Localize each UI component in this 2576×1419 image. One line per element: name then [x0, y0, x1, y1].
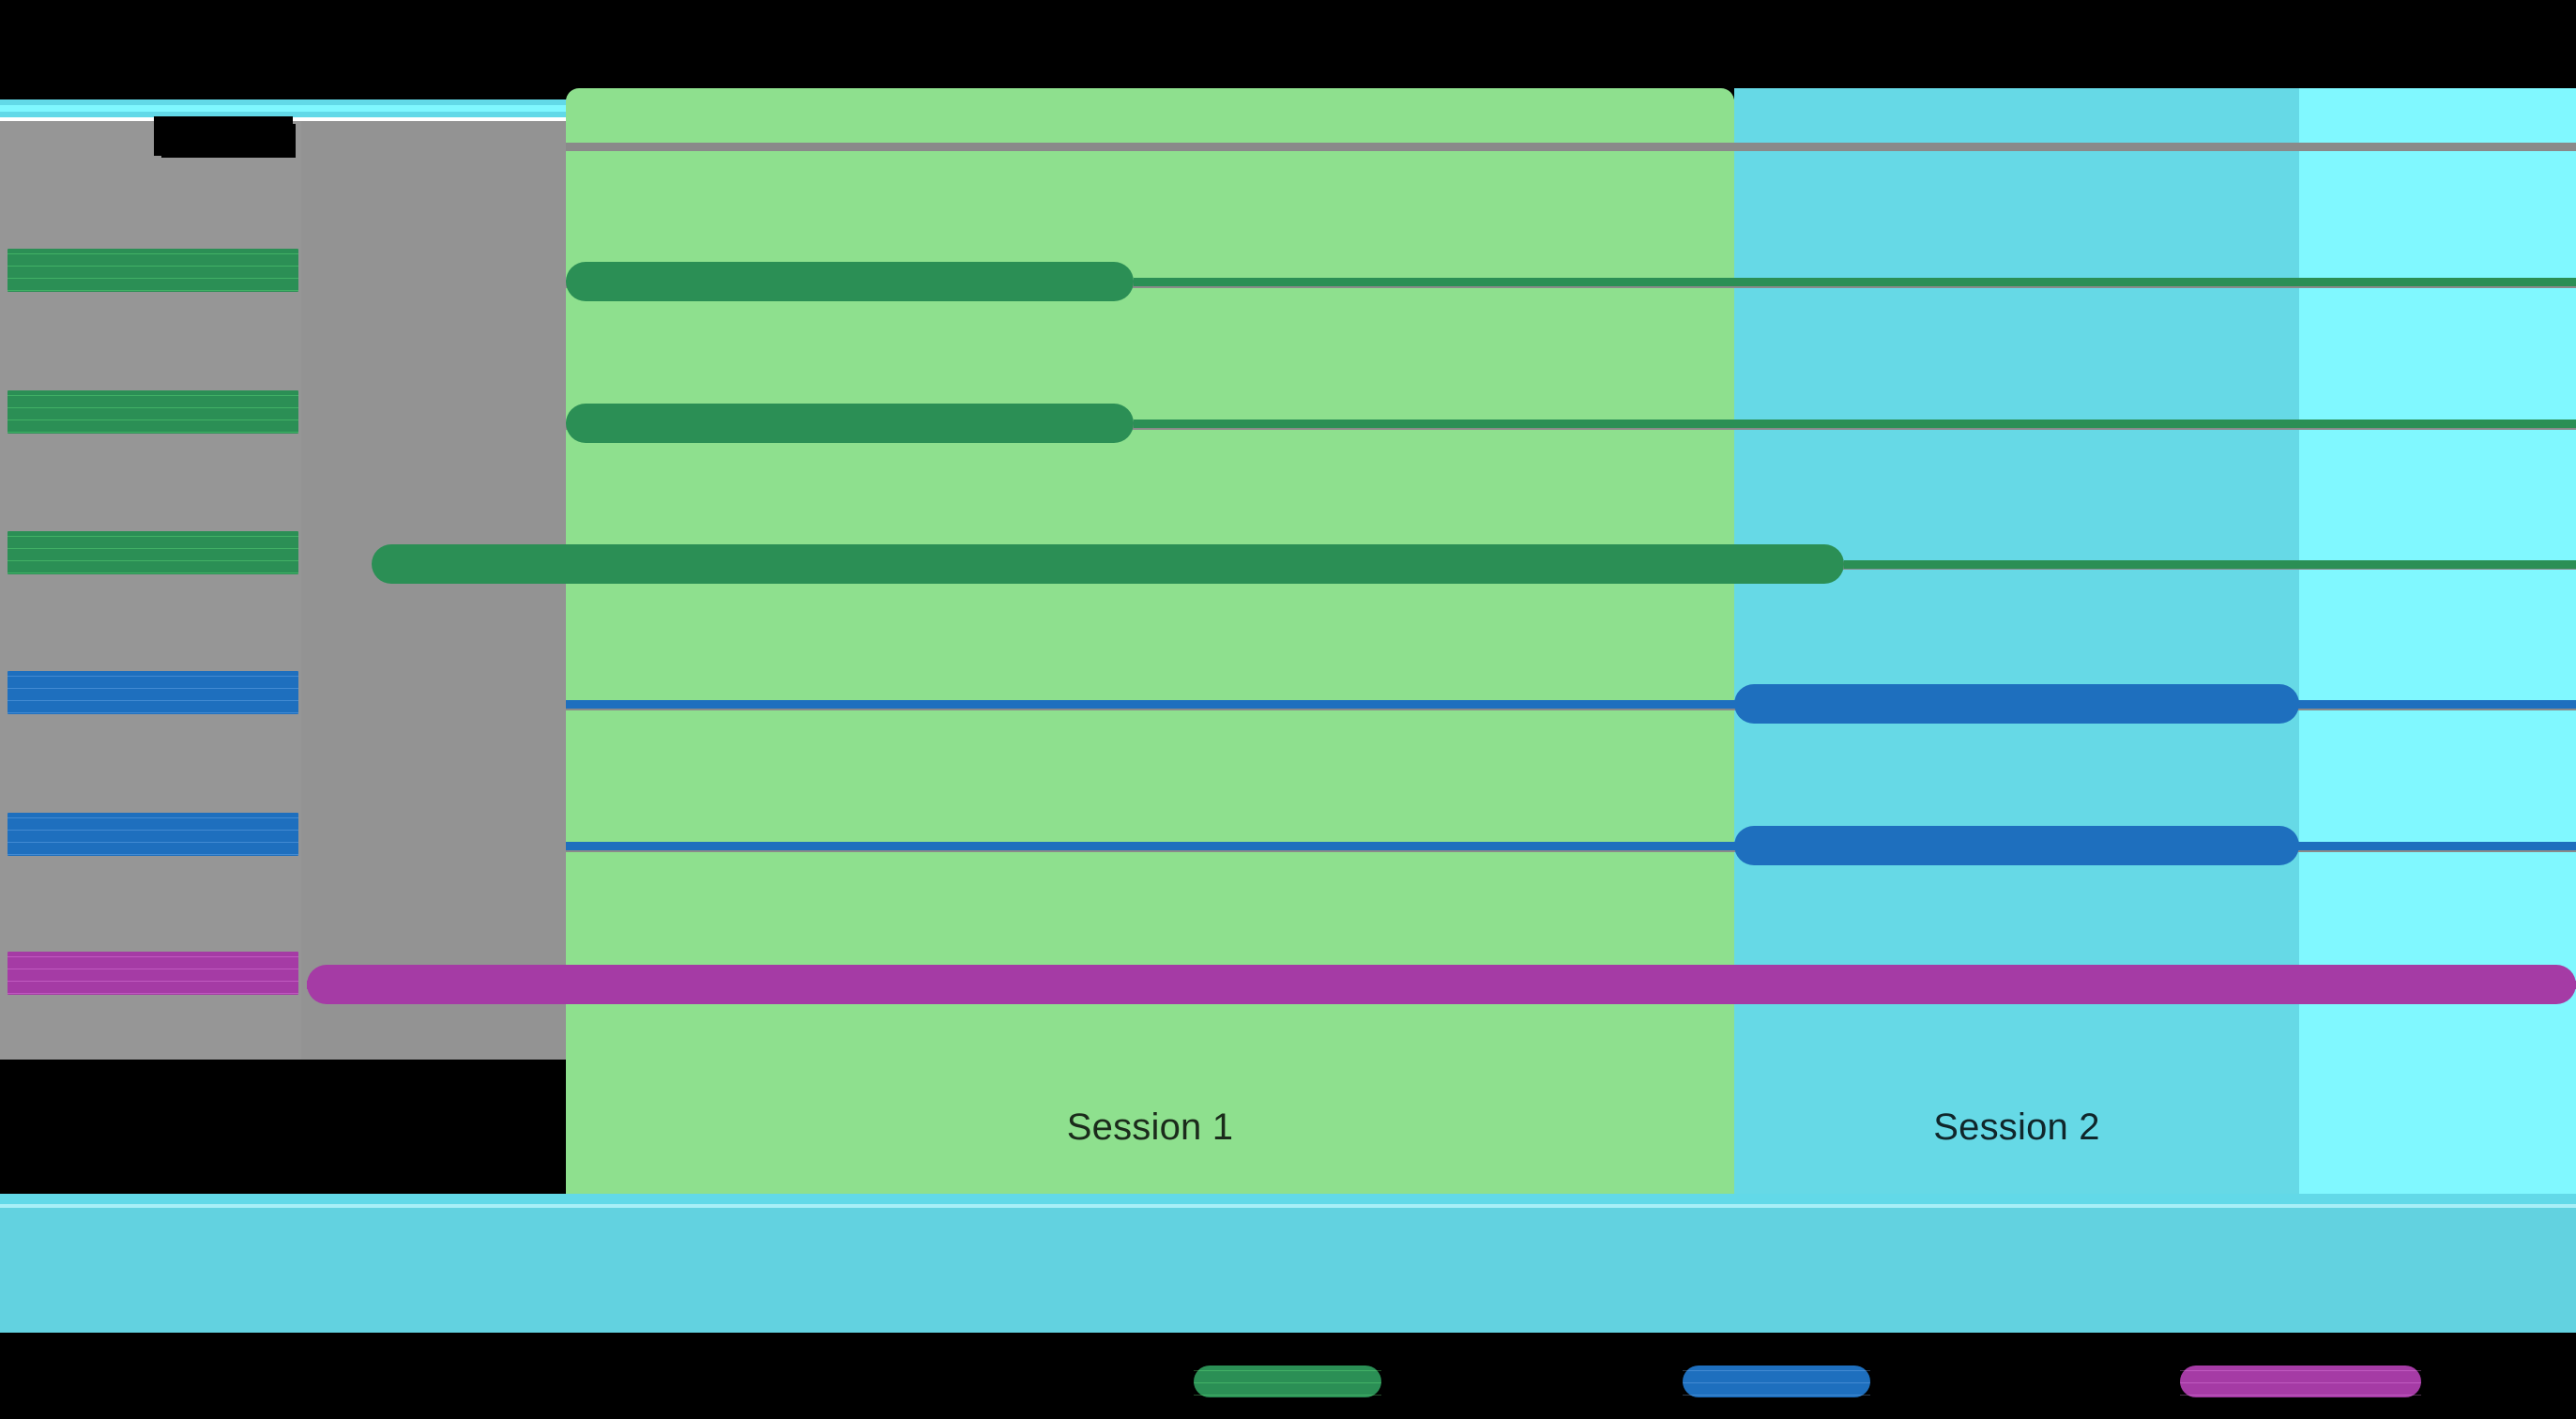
y-axis-label [8, 671, 298, 714]
timeline-bar[interactable] [1734, 684, 2299, 724]
session-band-label: Session 1 [1066, 1106, 1234, 1148]
timeline-bar[interactable] [307, 965, 2576, 1004]
y-axis-label [8, 531, 298, 574]
legend-blue[interactable] [1683, 1366, 1870, 1397]
y-axis-label [8, 390, 298, 434]
session-band-label: Session 2 [1933, 1106, 2100, 1148]
redaction-overlay [8, 249, 298, 292]
redaction-overlay [8, 813, 298, 856]
y-axis-label [8, 813, 298, 856]
legend-magenta[interactable] [2180, 1366, 2421, 1397]
y-axis-label [8, 952, 298, 995]
session-band-2: Session 2 [1734, 88, 2299, 1194]
bar-continuation-line [1844, 560, 2576, 569]
bar-continuation-line [1134, 278, 2576, 286]
redaction-overlay [8, 390, 298, 434]
y-axis-label [8, 249, 298, 292]
chart-title-redaction-inner [161, 124, 296, 158]
redaction-overlay [8, 952, 298, 995]
legend-green[interactable] [1194, 1366, 1381, 1397]
bar-continuation-line [566, 700, 2576, 709]
redaction-overlay [8, 531, 298, 574]
timeline-bar[interactable] [566, 262, 1134, 301]
footer-hairline [0, 1204, 2576, 1208]
bar-continuation-line [1134, 420, 2576, 428]
bar-continuation-line [566, 842, 2576, 850]
timeline-bar[interactable] [1734, 826, 2299, 865]
redaction-overlay [2180, 1366, 2421, 1397]
redaction-overlay [1683, 1366, 1870, 1397]
redaction-overlay [1194, 1366, 1381, 1397]
footer-panel [0, 1208, 2576, 1333]
redaction-overlay [8, 671, 298, 714]
session-band-1: Session 1 [566, 88, 1734, 1194]
timeline-bar[interactable] [372, 544, 1844, 584]
footer-accent-strip [0, 1194, 2576, 1207]
gridline [566, 143, 2576, 151]
session-band-3 [2299, 88, 2576, 1194]
timeline-bar[interactable] [566, 404, 1134, 443]
